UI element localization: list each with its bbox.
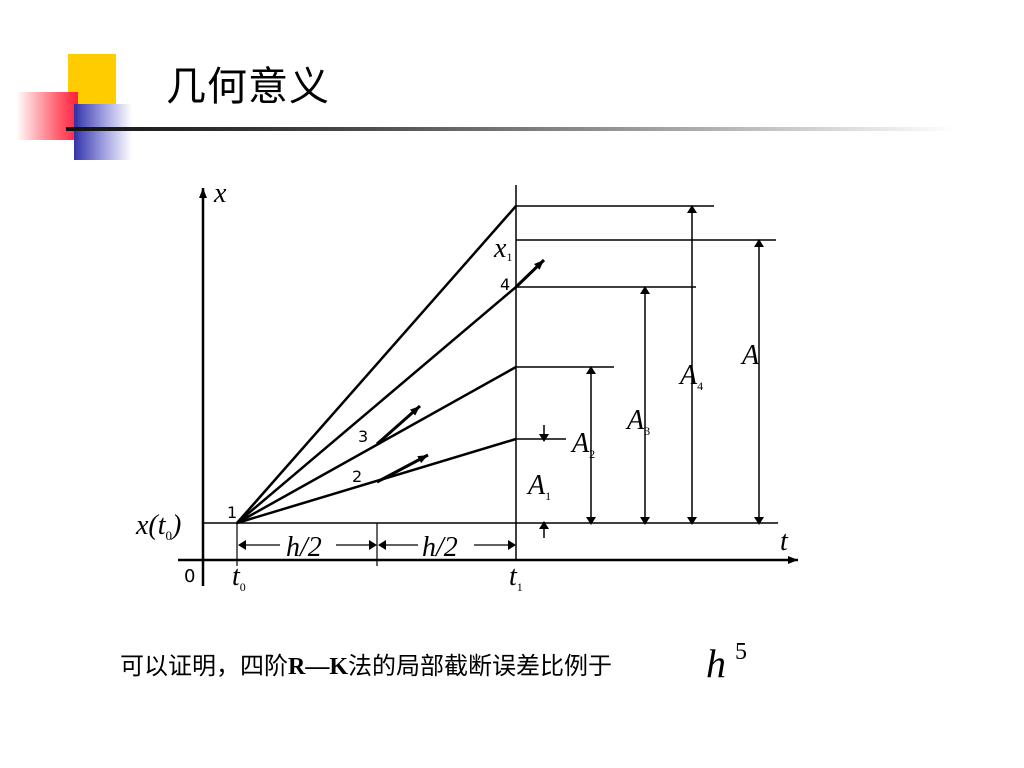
y-axis-label: x — [213, 178, 227, 209]
slide-title: 几何意义 — [166, 64, 330, 110]
slope-line-4 — [236, 286, 517, 524]
increment-label-A3: A3 — [625, 405, 650, 438]
caption-part1: 可以证明，四阶 — [120, 652, 288, 680]
t1-label: t1 — [509, 561, 523, 594]
title-ornament-red-square — [16, 92, 78, 140]
half-step-label-left: h/2 — [286, 532, 322, 563]
caption-part2: 法的局部截断误差比例于 — [348, 652, 612, 680]
increment-label-A: A — [740, 340, 760, 371]
t0-label: t0 — [232, 561, 246, 594]
slope-arrow-4 — [514, 258, 546, 289]
caption-h-exponent: 5 — [735, 639, 747, 665]
slope-line-3 — [236, 365, 517, 525]
increment-label-A4: A4 — [678, 360, 703, 393]
origin-label: 0 — [184, 566, 195, 587]
increment-label-A1: A1 — [526, 470, 551, 503]
slope-label-1: 1 — [227, 503, 237, 522]
slope-arrow-2 — [376, 453, 429, 484]
slope-arrow-3 — [376, 404, 421, 446]
x1-label: x1 — [493, 233, 512, 264]
title-underline — [66, 127, 956, 131]
caption-h-symbol: h — [706, 641, 726, 686]
slope-label-4: 4 — [500, 275, 510, 294]
caption-rk: R—K — [288, 654, 348, 680]
slope-label-3: 3 — [358, 427, 368, 446]
slope-line-main — [236, 205, 517, 524]
slope-label-2: 2 — [352, 467, 362, 486]
increment-label-A2: A2 — [570, 428, 595, 461]
title-ornament-blue-square — [74, 104, 132, 160]
x0-label: x(t0) — [135, 510, 181, 543]
half-step-label-right: h/2 — [422, 532, 458, 563]
caption-text: 可以证明，四阶R—K法的局部截断误差比例于 — [120, 646, 612, 687]
x-axis-label: t — [780, 526, 789, 557]
